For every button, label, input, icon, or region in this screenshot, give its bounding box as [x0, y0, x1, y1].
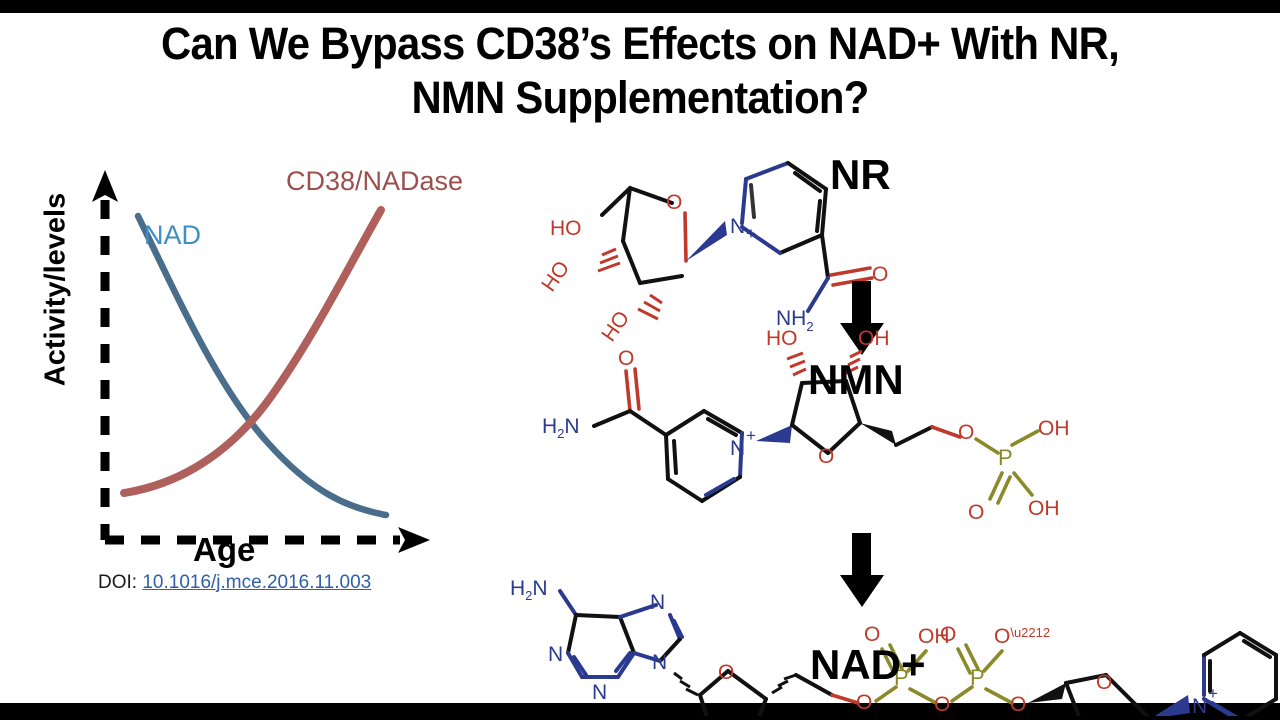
chart-svg — [92, 170, 430, 553]
nad-phosphorus-1: P — [894, 665, 909, 690]
nad-bridge-oxygen: O — [934, 693, 950, 716]
molecule-label-nad: NAD+ — [810, 641, 926, 688]
molecule-nmn: H2N O N + — [542, 327, 1070, 524]
slide-content: Can We Bypass CD38’s Effects on NAD+ Wit… — [0, 13, 1280, 716]
nmn-ring-oxygen: O — [818, 445, 834, 468]
nad-nicotinamide-ring-oxygen: O — [1096, 671, 1112, 694]
nmn-glycosidic-wedge — [756, 425, 792, 443]
doi-link[interactable]: 10.1016/j.mce.2016.11.003 — [142, 572, 372, 593]
nmn-c5-wedge — [860, 423, 896, 445]
y-axis — [92, 170, 118, 540]
nmn-hydroxyl-2: OH — [858, 327, 890, 350]
nr-hydroxyl-2: HO — [537, 257, 574, 296]
molecule-label-nr: NR — [830, 151, 891, 198]
nad-phosphate2-oxygen: O — [940, 623, 956, 646]
slide-title: Can We Bypass CD38’s Effects on NAD+ Wit… — [45, 17, 1235, 125]
nad-adenine-n3: N — [592, 681, 607, 704]
nmn-positive-charge: + — [746, 426, 756, 445]
arrow-nmn-to-nad — [840, 533, 884, 607]
nmn-carbonyl-oxygen: O — [618, 347, 634, 370]
doi-citation: DOI: 10.1016/j.mce.2016.11.003 — [98, 572, 371, 594]
nad-phosphate1-hydroxyl: OH — [918, 625, 950, 648]
nad-adenine-amine: H2N — [510, 577, 548, 603]
nad-phosphate1-oxygen: O — [864, 623, 880, 646]
nad-c5-wedge — [1028, 683, 1066, 703]
nmn-phosphate-hydroxyl-2: OH — [1028, 497, 1060, 520]
x-axis-label: Age — [193, 531, 256, 568]
nmn-phosphorus: P — [998, 445, 1013, 470]
nmn-ester-oxygen: O — [958, 421, 974, 444]
series-label-cd38: CD38/NADase — [286, 166, 464, 196]
letterbox-top — [0, 0, 1280, 13]
series-line-cd38 — [120, 206, 385, 497]
nad-adenine-n1: N — [548, 643, 563, 666]
nr-hydroxyl-1: HO — [550, 217, 582, 240]
doi-prefix: DOI: — [98, 572, 138, 593]
nad-adenosine-ring-oxygen: O — [718, 661, 734, 684]
nmn-hydroxyl-1: HO — [766, 327, 798, 350]
nad-biosynthesis-pathway: .bond{stroke:#111;stroke-width:4;fill:no… — [490, 143, 1280, 716]
nad-adenine-n9: N — [652, 651, 667, 674]
y-axis-label: Activity/levels — [39, 192, 72, 387]
title-line-2: NMN Supplementation? — [411, 72, 869, 123]
series-label-nad: NAD — [144, 220, 202, 250]
nmn-pyridinium-nitrogen: N — [730, 437, 745, 460]
nad-phosphate2-oxide: O\u2212 — [994, 625, 1050, 648]
nr-hydroxyl-3: HO — [597, 307, 634, 346]
x-axis-arrowhead — [398, 527, 430, 553]
nad-phosphorus-2: P — [970, 665, 985, 690]
pathway-svg: .bond{stroke:#111;stroke-width:4;fill:no… — [510, 161, 1278, 716]
arrow-nr-to-nmn — [840, 281, 884, 355]
nad-positive-charge: + — [1208, 684, 1218, 703]
nmn-phosphate-hydroxyl-1: OH — [1038, 417, 1070, 440]
nad-adenine-n7: N — [650, 591, 665, 614]
series-line-nad — [134, 212, 390, 519]
nad-pyridinium-nitrogen: N — [1192, 695, 1207, 716]
nr-ring-oxygen: O — [666, 191, 682, 214]
nr-positive-charge: + — [746, 224, 756, 243]
letterbox-bottom — [0, 703, 1280, 720]
title-line-1: Can We Bypass CD38’s Effects on NAD+ Wit… — [161, 18, 1120, 69]
nr-glycosidic-wedge — [686, 221, 727, 261]
nmn-amide-nitrogen: H2N — [542, 415, 580, 441]
molecule-label-nmn: NMN — [808, 356, 904, 403]
nad-ester-oxygen-right: O — [1010, 693, 1026, 716]
nad-ester-oxygen-left: O — [856, 691, 872, 714]
x-axis — [105, 527, 430, 553]
nad-glycosidic-wedge — [1154, 695, 1190, 716]
nr-pyridinium-nitrogen: N — [730, 215, 745, 238]
nr-carbonyl-oxygen: O — [872, 263, 888, 286]
nmn-phosphate-oxygen: O — [968, 501, 984, 524]
y-axis-arrowhead — [92, 170, 118, 202]
molecule-nad: H2N N N — [510, 577, 1278, 716]
nad-cd38-age-chart: Activity/levels Age NAD CD38/NADase DOI:… — [18, 148, 488, 608]
